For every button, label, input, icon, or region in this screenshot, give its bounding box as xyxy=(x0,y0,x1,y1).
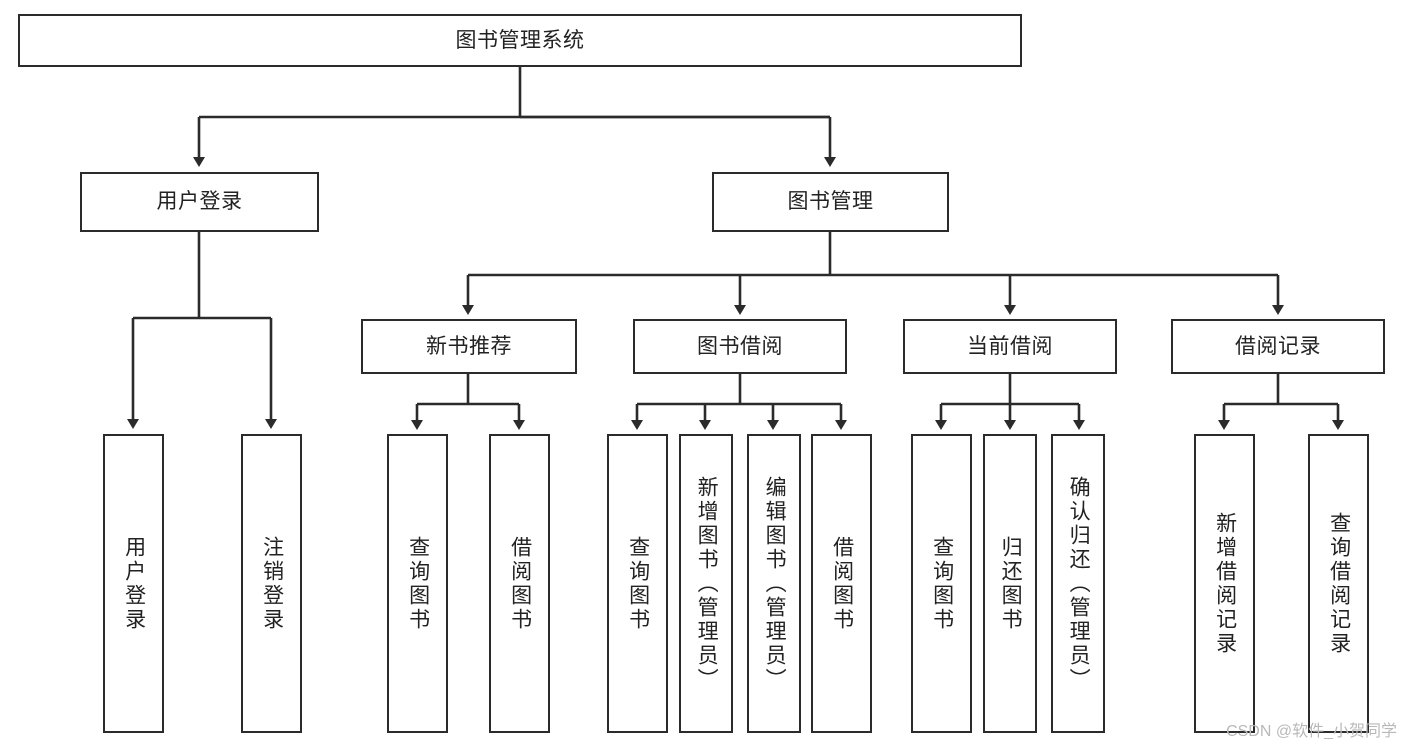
node-leaf-query-book-borrow-label: 查询图书 xyxy=(626,535,650,632)
node-leaf-borrow-book-recommend-label: 借阅图书 xyxy=(508,535,532,632)
node-borrow-record-label: 借阅记录 xyxy=(1235,334,1321,358)
node-new-book-recommend[interactable]: 新书推荐 xyxy=(361,319,577,374)
node-leaf-user-login[interactable]: 用户登录 xyxy=(103,434,164,733)
node-leaf-logout-label: 注销登录 xyxy=(260,535,284,632)
node-leaf-return-book-label: 归还图书 xyxy=(999,535,1023,632)
node-current-borrow-label: 当前借阅 xyxy=(967,334,1053,358)
node-borrow-record[interactable]: 借阅记录 xyxy=(1171,319,1385,374)
node-leaf-add-book[interactable]: 新增图书（管理员） xyxy=(679,434,733,733)
node-leaf-query-book-current-label: 查询图书 xyxy=(930,535,954,632)
node-leaf-edit-book-label: 编辑图书（管理员） xyxy=(763,475,787,692)
node-leaf-logout[interactable]: 注销登录 xyxy=(241,434,302,733)
node-leaf-add-borrow-record-label: 新增借阅记录 xyxy=(1213,511,1237,656)
node-leaf-user-login-label: 用户登录 xyxy=(122,535,146,632)
node-book-management[interactable]: 图书管理 xyxy=(712,172,949,232)
node-book-management-label: 图书管理 xyxy=(787,190,874,214)
node-leaf-query-book-recommend[interactable]: 查询图书 xyxy=(387,434,448,733)
node-book-borrow[interactable]: 图书借阅 xyxy=(633,319,847,374)
node-book-borrow-label: 图书借阅 xyxy=(697,334,783,358)
node-leaf-query-book-borrow[interactable]: 查询图书 xyxy=(607,434,668,733)
node-leaf-confirm-return[interactable]: 确认归还（管理员） xyxy=(1051,434,1105,733)
node-leaf-borrow-book-label: 借阅图书 xyxy=(830,535,854,632)
node-leaf-query-borrow-record[interactable]: 查询借阅记录 xyxy=(1308,434,1369,733)
node-leaf-add-borrow-record[interactable]: 新增借阅记录 xyxy=(1194,434,1255,733)
node-current-borrow[interactable]: 当前借阅 xyxy=(903,319,1117,374)
node-leaf-add-book-label: 新增图书（管理员） xyxy=(695,475,719,692)
node-leaf-query-borrow-record-label: 查询借阅记录 xyxy=(1327,511,1351,656)
node-leaf-confirm-return-label: 确认归还（管理员） xyxy=(1067,475,1091,692)
node-root[interactable]: 图书管理系统 xyxy=(18,14,1022,67)
node-user-login-label: 用户登录 xyxy=(156,190,243,214)
node-leaf-return-book[interactable]: 归还图书 xyxy=(983,434,1037,733)
node-leaf-query-book-recommend-label: 查询图书 xyxy=(406,535,430,632)
node-new-book-recommend-label: 新书推荐 xyxy=(426,334,512,358)
node-leaf-borrow-book-recommend[interactable]: 借阅图书 xyxy=(489,434,550,733)
node-leaf-borrow-book[interactable]: 借阅图书 xyxy=(811,434,872,733)
node-leaf-query-book-current[interactable]: 查询图书 xyxy=(911,434,972,733)
node-leaf-edit-book[interactable]: 编辑图书（管理员） xyxy=(747,434,801,733)
node-root-label: 图书管理系统 xyxy=(455,28,585,52)
csdn-watermark: CSDN @软件_小贺同学 xyxy=(1226,723,1397,740)
node-user-login[interactable]: 用户登录 xyxy=(80,172,319,232)
